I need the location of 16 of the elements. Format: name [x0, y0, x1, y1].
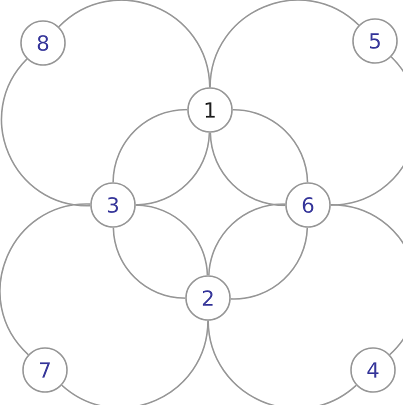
arc-edge — [0, 58, 90, 206]
arc-edge — [136, 204, 208, 276]
arc-edge — [207, 320, 357, 405]
arc-edge — [210, 132, 286, 206]
arc-edge — [0, 203, 90, 356]
arc-edge — [330, 56, 403, 206]
arc-edge — [112, 108, 188, 182]
arc-edge — [112, 228, 186, 299]
arc-edge — [209, 0, 360, 88]
arc-edge — [136, 132, 210, 206]
arc-edge — [232, 108, 308, 182]
arc-edge — [230, 228, 308, 300]
arc-edge — [61, 320, 209, 405]
arc-edge — [330, 204, 403, 356]
arc-edge — [58, 0, 211, 88]
arc-edge — [208, 203, 286, 276]
